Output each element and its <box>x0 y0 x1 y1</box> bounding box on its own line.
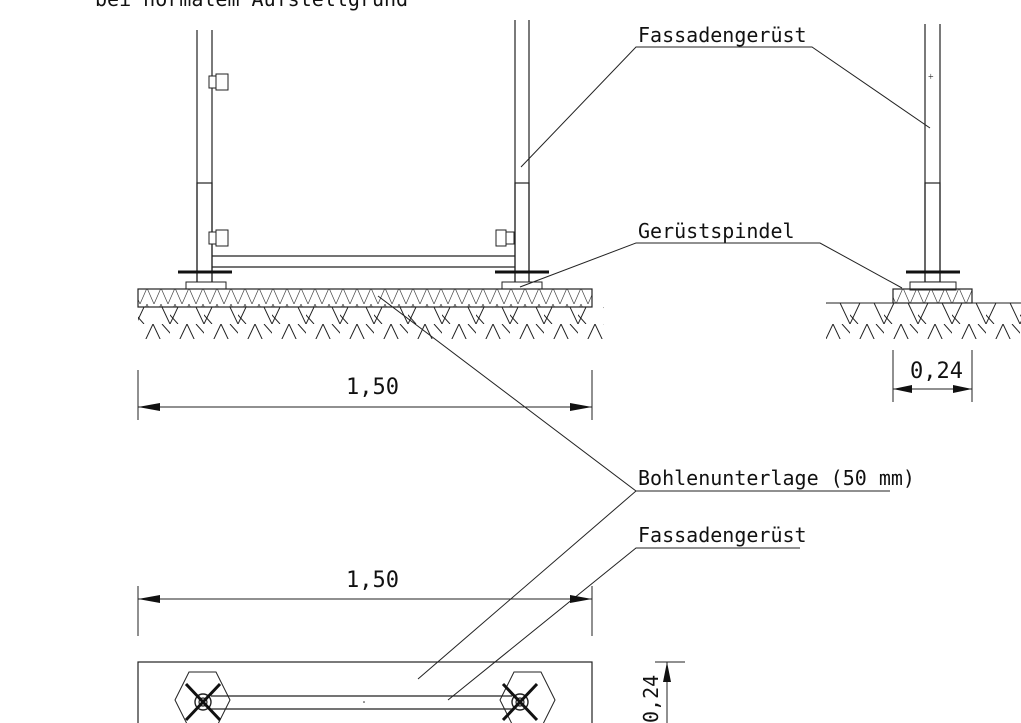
dimension-plan-depth-label: 0,24 <box>639 675 663 723</box>
dimension-plan-depth <box>655 661 685 723</box>
left-standard <box>196 30 229 284</box>
svg-text:+: + <box>928 72 934 83</box>
plank-base <box>137 288 593 308</box>
ground-hatch <box>138 307 604 339</box>
label-facade-scaffold-top: Fassadengerüst <box>638 23 807 47</box>
right-standard <box>495 20 530 284</box>
side-view: + <box>826 24 1021 339</box>
leader-facade-top <box>520 46 931 168</box>
dimension-front-width-label: 1,50 <box>346 375 399 400</box>
label-scaffold-spindle: Gerüstspindel <box>638 219 795 243</box>
dimension-plan-width <box>137 586 593 636</box>
label-facade-scaffold-bottom: Fassadengerüst <box>638 523 807 547</box>
dimension-side-width-label: 0,24 <box>910 359 963 384</box>
ledger <box>212 255 515 268</box>
leader-plank-base <box>377 295 890 680</box>
dimension-front-width <box>137 370 593 420</box>
front-view <box>137 20 604 339</box>
dimension-plan-width-label: 1,50 <box>346 568 399 593</box>
top-caption: bei normalem Aufstellgrund <box>95 0 408 11</box>
base-plates <box>178 270 549 290</box>
label-plank-base: Bohlenunterlage (50 mm) <box>638 466 915 490</box>
leader-spindle <box>519 242 903 289</box>
plan-view <box>137 661 593 723</box>
leader-facade-bottom <box>447 547 800 701</box>
dimension-side-width <box>892 350 973 402</box>
